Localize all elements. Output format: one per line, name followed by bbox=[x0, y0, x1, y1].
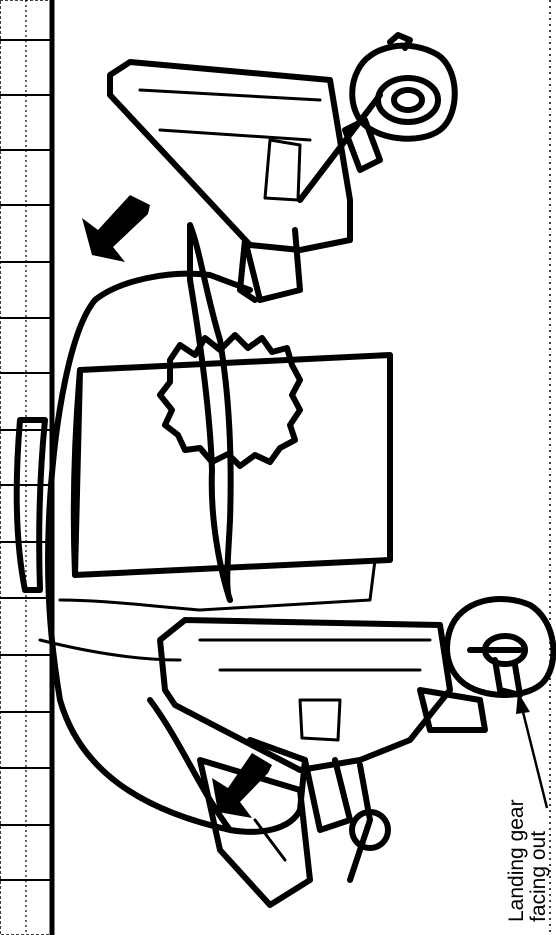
wheel-icon bbox=[447, 599, 553, 695]
wing-icon bbox=[110, 62, 380, 300]
wing-icon bbox=[160, 620, 485, 880]
arrow-icon bbox=[212, 753, 272, 818]
arrow-icon bbox=[82, 195, 150, 262]
landing-gear-callout-label: Landing gear facing out bbox=[506, 762, 550, 922]
